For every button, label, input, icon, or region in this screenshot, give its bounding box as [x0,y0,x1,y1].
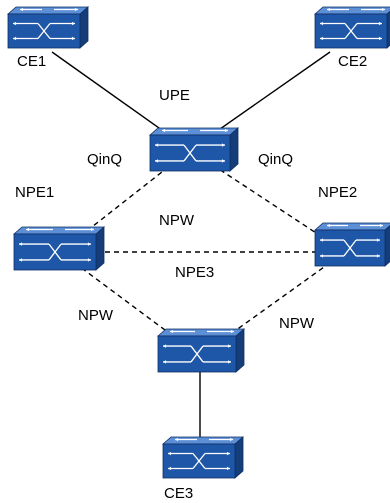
npw-top-label: NPW [159,212,194,229]
npw-right-label: NPW [279,315,314,332]
qinq-left-label: QinQ [87,151,123,168]
ce2-label: CE2 [338,53,368,70]
upe-switch-icon [148,127,240,172]
npe2-label: NPE2 [318,184,358,201]
ce2-switch-icon [313,6,390,49]
npw-left-label: NPW [78,307,113,324]
ce3-label: CE3 [164,485,194,502]
npe2-switch-icon [313,222,390,267]
npe3-label: NPE3 [175,264,215,281]
ce3-switch-icon [161,436,245,479]
upe-label: UPE [159,87,190,104]
ce1-label: CE1 [17,53,47,70]
npe1-switch-icon [12,226,106,271]
ce1-switch-icon [6,6,90,49]
npe1-label: NPE1 [15,184,55,201]
qinq-right-label: QinQ [258,151,294,168]
npe3-switch-icon [156,328,246,373]
